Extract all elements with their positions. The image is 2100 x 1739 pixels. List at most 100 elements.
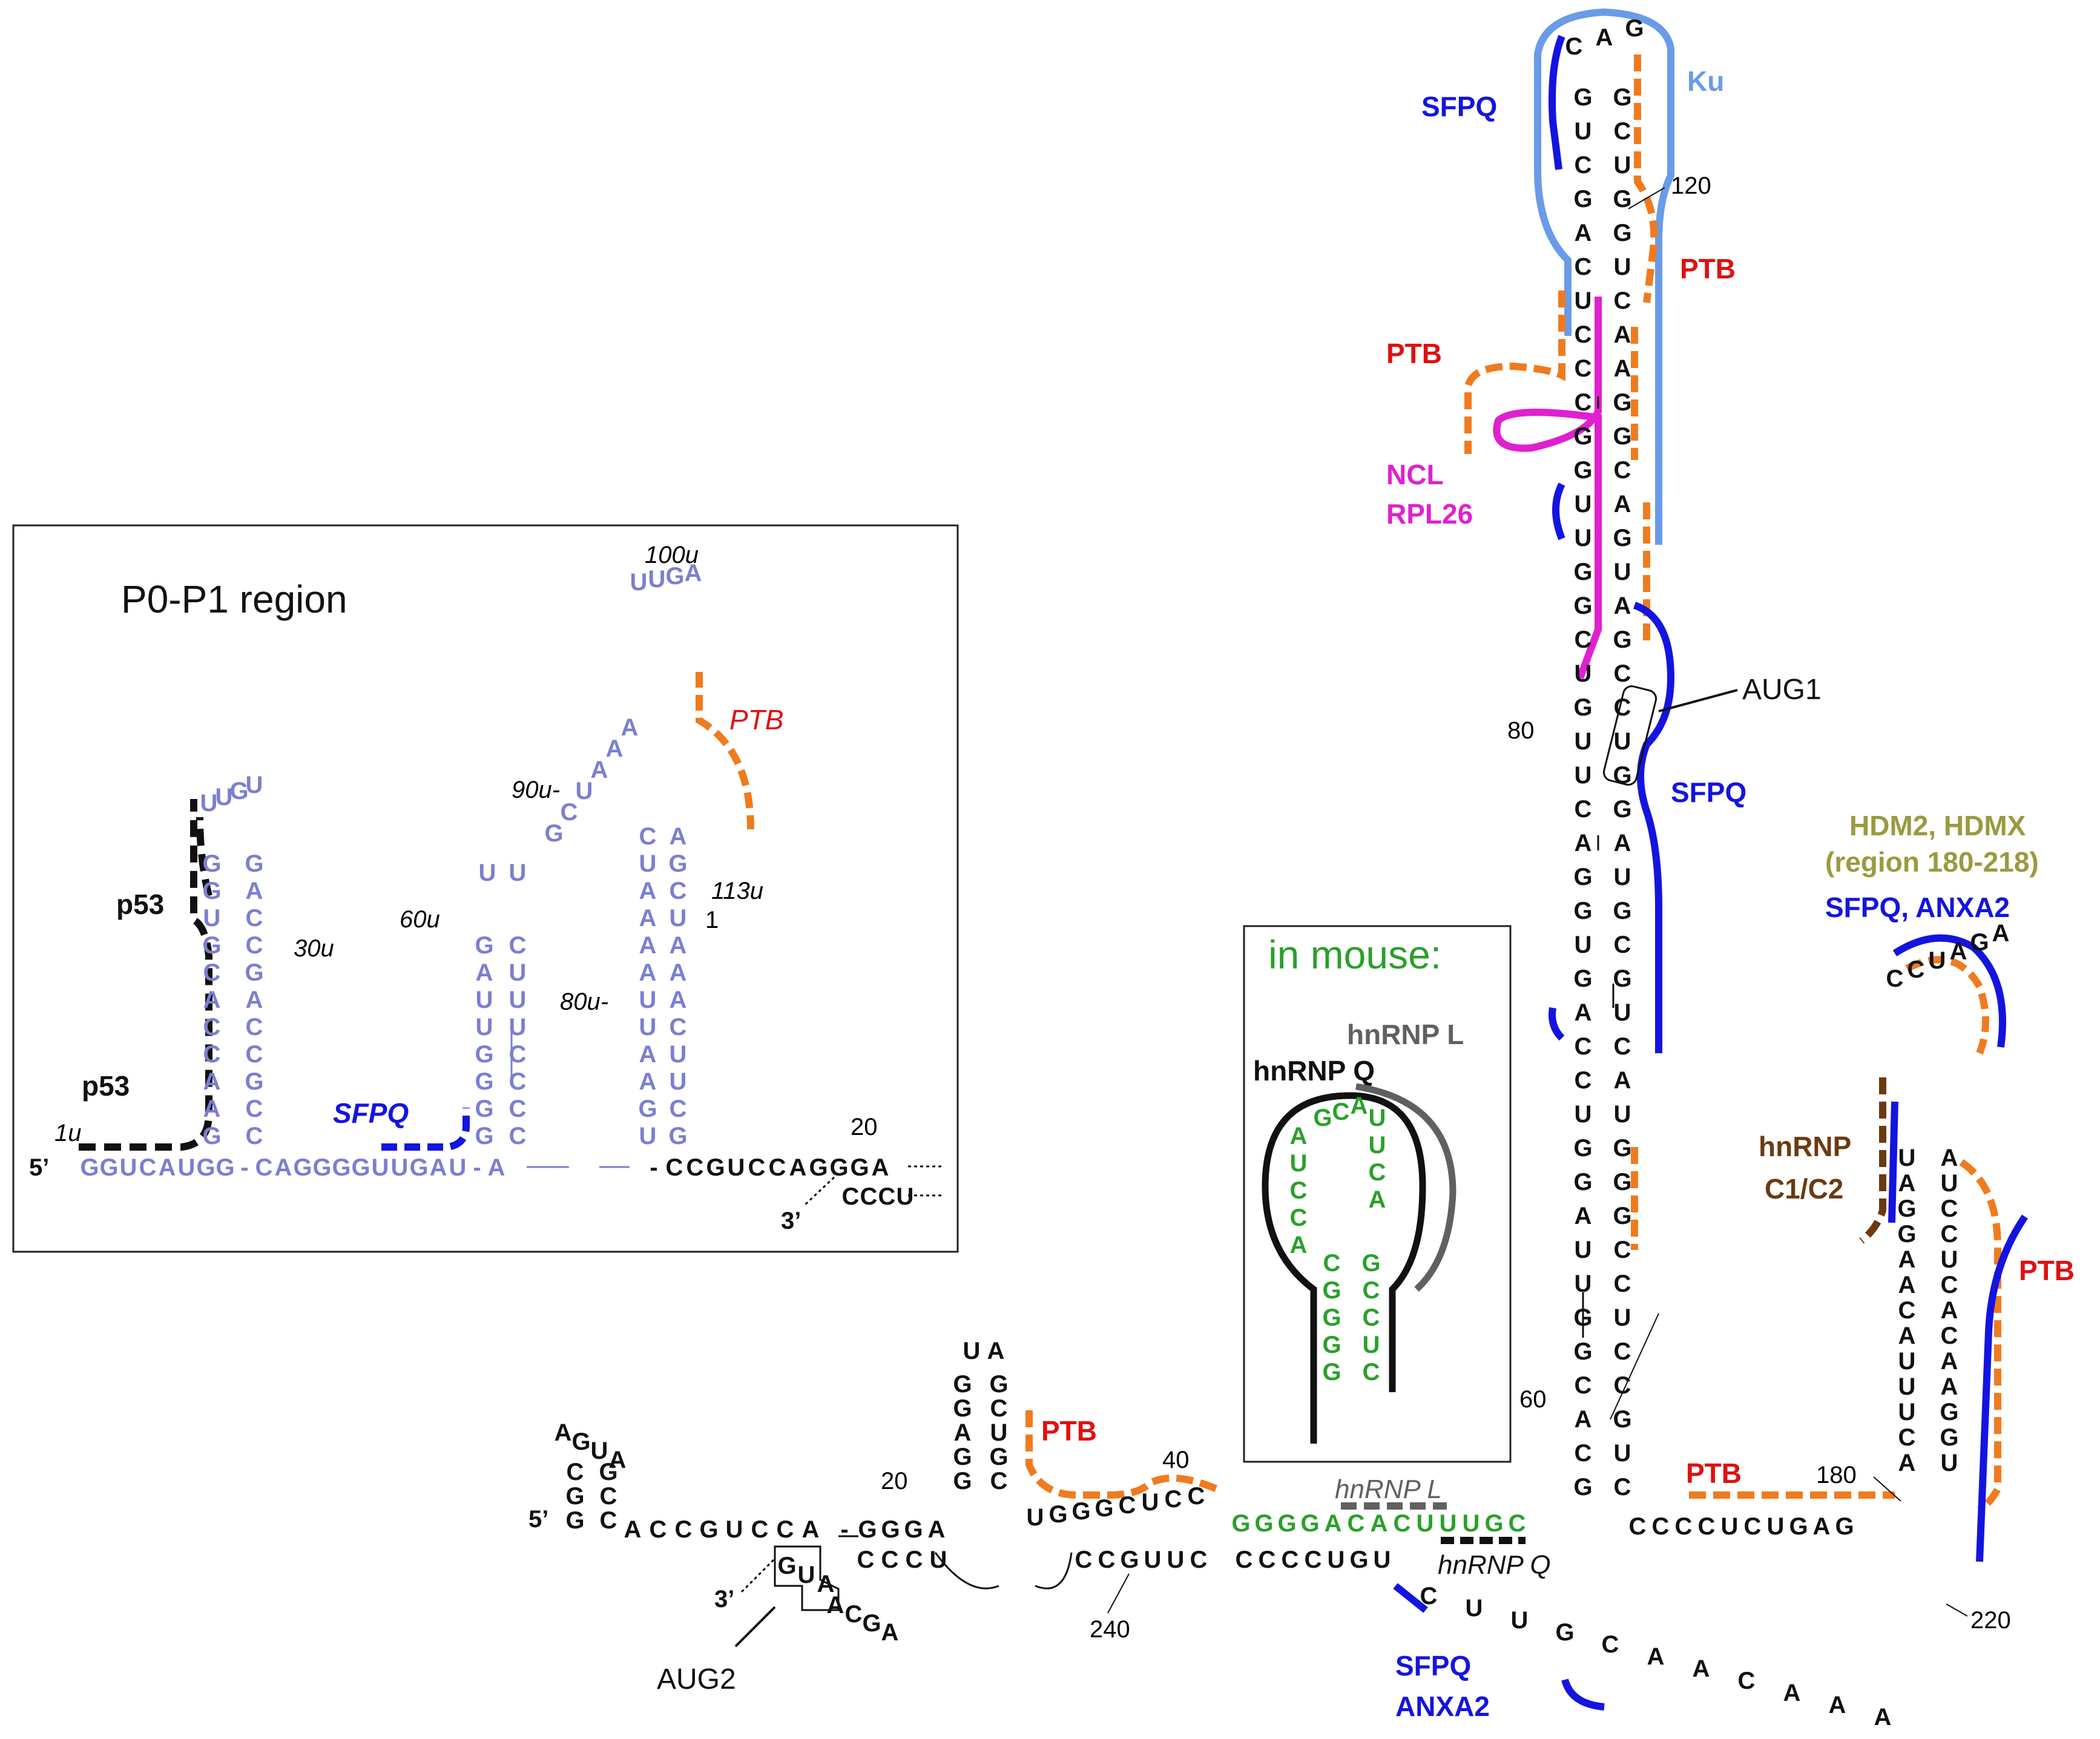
- right-hairpin-nt: A: [1941, 1297, 1958, 1324]
- sfpq-top-label: SFPQ: [1421, 91, 1497, 122]
- ptb-top-right-line: [1634, 54, 1658, 303]
- right-hairpin-loop-nt: A: [1950, 938, 1967, 965]
- green-nt: G: [1300, 1510, 1319, 1537]
- main-stem-nt: U: [1614, 254, 1631, 280]
- hairpin1-loop-nt: G: [571, 1428, 590, 1455]
- inset-stem1-nt: C: [246, 1041, 263, 1068]
- pos-180: 180: [1816, 1462, 1857, 1488]
- tail-nt: G: [881, 1516, 900, 1543]
- main-stem-nt: A: [1575, 1203, 1592, 1229]
- hdm-label: HDM2, HDMX: [1849, 810, 2026, 841]
- green-nt: A: [1325, 1510, 1342, 1537]
- main-stem-nt: C: [1614, 932, 1631, 958]
- inset-stem1-nt: C: [246, 905, 263, 932]
- sfpq-anxa2-right-line: [1892, 934, 2006, 1048]
- inset-stem3-bulge-nt: U: [576, 778, 593, 804]
- tail-nt: C: [881, 1547, 899, 1573]
- mid-nt: C: [1165, 1486, 1182, 1513]
- mouse-loop-nt: C: [1290, 1205, 1308, 1231]
- hairpin1-nt: C: [600, 1507, 617, 1534]
- main-stem-nt: C: [1614, 1237, 1631, 1263]
- main-stem-nt: C: [1614, 660, 1631, 687]
- inset-tail-nt: C: [878, 1183, 896, 1210]
- inset-stem2-nt: U: [476, 987, 493, 1013]
- mid-lower-nt: C: [1098, 1547, 1116, 1573]
- mouse-hnrnp-l-label: hnRNP L: [1347, 1019, 1464, 1050]
- anxa2-bottom-label: ANXA2: [1395, 1691, 1490, 1722]
- inset-tail-nt: G: [706, 1154, 725, 1181]
- inset-bottom-nt: C: [255, 1154, 273, 1181]
- main-stem-nt: A: [1614, 321, 1631, 348]
- right-seq-nt: U: [1721, 1513, 1739, 1540]
- hnrnp-c2-label: C1/C2: [1765, 1173, 1843, 1205]
- ptb-bottom-mid-label: PTB: [1686, 1458, 1742, 1489]
- junction-nt: G: [699, 1516, 718, 1543]
- main-stem-nt: U: [1575, 660, 1592, 687]
- inset-bottom-nt: -: [473, 1154, 481, 1181]
- inset-stem2-nt: C: [509, 1068, 527, 1095]
- green-lower-nt: C: [1305, 1547, 1322, 1573]
- ptb-hairpin-nt: U: [990, 1419, 1008, 1446]
- inset-bottom-nt: A: [275, 1154, 292, 1181]
- loop-single-nt: A: [1829, 1692, 1846, 1718]
- ptb-hairpin-nt: G: [953, 1395, 972, 1422]
- ptb-hairpin-nt: G: [953, 1371, 972, 1398]
- main-stem-nt: U: [1614, 728, 1631, 755]
- loop-single-nt: A: [1874, 1704, 1892, 1731]
- inset-stem3-nt: A: [639, 1041, 657, 1068]
- main-stem-nt: G: [1613, 898, 1631, 924]
- p53-binding-line: [79, 799, 212, 1151]
- mouse-stem-nt: C: [1363, 1304, 1380, 1331]
- hnrnp-q-label: hnRNP Q: [1438, 1550, 1551, 1580]
- inset-stem3-nt: A: [670, 823, 687, 850]
- inset-tail-nt: C: [769, 1154, 786, 1181]
- main-stem-nt: A: [1614, 1067, 1631, 1094]
- inset-stem3-nt: C: [639, 823, 657, 850]
- main-stem-nt: G: [1613, 84, 1631, 111]
- junction-nt: C: [777, 1516, 794, 1543]
- aug2-box: [774, 1545, 840, 1611]
- hairpin1-loop-nt: A: [555, 1419, 572, 1446]
- hairpin1-loop-nt: A: [609, 1447, 627, 1473]
- hairpin1-nt: G: [565, 1483, 584, 1510]
- inset-stem1-nt: C: [246, 932, 263, 959]
- right-hairpin-nt: A: [1898, 1170, 1916, 1197]
- inset-stem3-bulge-nt: G: [544, 820, 563, 847]
- loop-single-nt: A: [1693, 1655, 1710, 1682]
- junction-nt: U: [726, 1516, 743, 1543]
- inset-stem3-nt: A: [670, 987, 687, 1013]
- green-nt: C: [1348, 1510, 1365, 1537]
- inset-pos-60: 60u: [400, 906, 440, 933]
- ptb-left-label: PTB: [1386, 338, 1442, 369]
- inset-stem2-nt: U: [509, 987, 527, 1013]
- inset-stem3-nt: A: [670, 932, 687, 959]
- junction-nt: A: [802, 1516, 820, 1543]
- inset-tail-nt: C: [686, 1154, 704, 1181]
- inset-stem1-nt: G: [202, 932, 221, 959]
- main-stem-nt: G: [1613, 1135, 1631, 1162]
- inset-stem3-nt: U: [670, 1068, 687, 1095]
- inset-stem1-nt: C: [203, 959, 221, 986]
- inset-stem1-nt: U: [203, 905, 221, 932]
- main-stem-nt: U: [1575, 1101, 1592, 1128]
- inset-stem1-nt: C: [246, 1014, 263, 1040]
- hairpin1-nt: G: [599, 1459, 617, 1485]
- inset-stem3-nt: G: [638, 1096, 657, 1122]
- main-stem-nt: G: [1613, 220, 1631, 246]
- mouse-stem-nt: C: [1363, 1277, 1380, 1304]
- inset-stem1-loop-nt: U: [246, 772, 263, 798]
- inset-stem3-nt: A: [670, 959, 687, 986]
- mouse-stem-nt: G: [1322, 1304, 1341, 1331]
- main-stem-nt: G: [1573, 559, 1592, 585]
- sfpq-right-line: [1976, 1214, 2028, 1562]
- inset-stem3-bulge-nt: C: [561, 799, 578, 826]
- inset-stem1-loop-nt: U: [200, 790, 218, 817]
- right-hairpin-nt: C: [1941, 1195, 1958, 1222]
- mouse-loop-nt: A: [1369, 1186, 1386, 1213]
- inset-bottom-nt: U: [391, 1154, 409, 1181]
- main-stem-nt: C: [1614, 1474, 1631, 1501]
- inset-stem1-nt: C: [203, 1041, 221, 1068]
- tail-nt: G: [904, 1516, 923, 1543]
- green-nt: G: [1254, 1510, 1273, 1537]
- aug1-box: [1602, 685, 1657, 786]
